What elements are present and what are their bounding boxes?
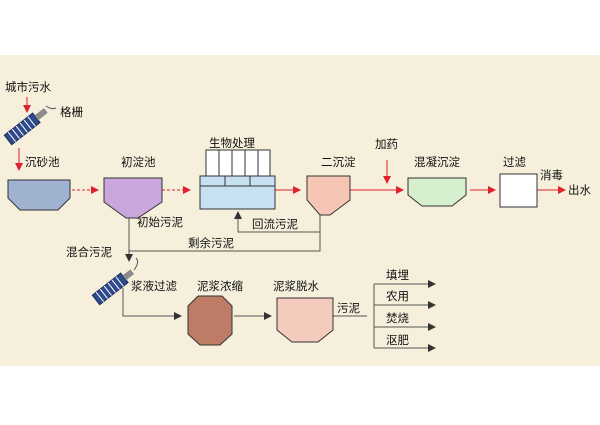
label-dosing: 加药 [375, 137, 398, 151]
label-coagulation: 混凝沉淀 [414, 155, 460, 169]
label-slurry-filtration: 浆液过滤 [131, 279, 177, 293]
grille-pointer [45, 105, 57, 110]
label-compost: 沤肥 [386, 333, 409, 347]
grit-chamber-tank [7, 179, 71, 211]
label-sludge-dewatering: 泥浆脱水 [273, 279, 319, 293]
label-city-sewage: 城市污水 [5, 80, 51, 94]
label-grit-chamber: 沉砂池 [25, 155, 60, 169]
label-return-sludge: 回流污泥 [252, 217, 298, 231]
label-primary-sludge: 初始污泥 [137, 215, 183, 229]
label-incineration: 焚烧 [386, 311, 409, 325]
label-grille: 格栅 [60, 105, 83, 119]
label-sludge: 污泥 [337, 301, 360, 315]
label-bio-treatment: 生物处理 [209, 136, 255, 150]
label-effluent: 出水 [568, 183, 591, 197]
sludge-lines [122, 211, 436, 352]
label-sludge-thickening: 泥浆浓缩 [197, 279, 243, 293]
grille-icon [3, 108, 48, 146]
slurry-grille-icon [91, 269, 135, 306]
filter-box [499, 173, 538, 208]
sludge-dewatering-tank [276, 297, 334, 343]
label-mixed-sludge: 混合污泥 [66, 245, 112, 259]
label-excess-sludge: 剩余污泥 [188, 236, 234, 250]
slurry-grille-pointer [133, 257, 139, 271]
label-agriculture: 农用 [386, 289, 409, 303]
main-flow-lines [15, 97, 566, 194]
secondary-settling-tank [306, 175, 351, 216]
sludge-thickener-tank [187, 295, 233, 346]
coagulation-tank [407, 177, 467, 207]
bio-treatment-tank [199, 149, 276, 210]
label-primary-tank: 初淀池 [121, 155, 156, 169]
primary-settling-tank [103, 177, 163, 219]
label-secondary-tank: 二沉淀 [321, 155, 356, 169]
label-disinfection: 消毒 [540, 168, 563, 182]
label-landfill: 填埋 [386, 268, 409, 282]
label-filtration: 过滤 [503, 155, 526, 169]
